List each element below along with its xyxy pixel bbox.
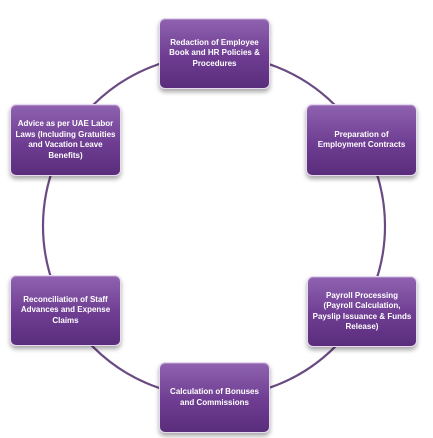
node-employee-book-hr-policies: Redaction of Employee Book and HR Polici… (159, 18, 270, 89)
node-payroll-processing: Payroll Processing (Payroll Calculation,… (307, 276, 417, 347)
node-staff-advances-reconciliation: Reconciliation of Staff Advances and Exp… (10, 275, 121, 346)
node-uae-labor-law-advice: Advice as per UAE Labor Laws (Including … (10, 104, 121, 176)
node-bonuses-commissions: Calculation of Bonuses and Commissions (159, 362, 270, 433)
node-employment-contracts: Preparation of Employment Contracts (306, 104, 417, 176)
